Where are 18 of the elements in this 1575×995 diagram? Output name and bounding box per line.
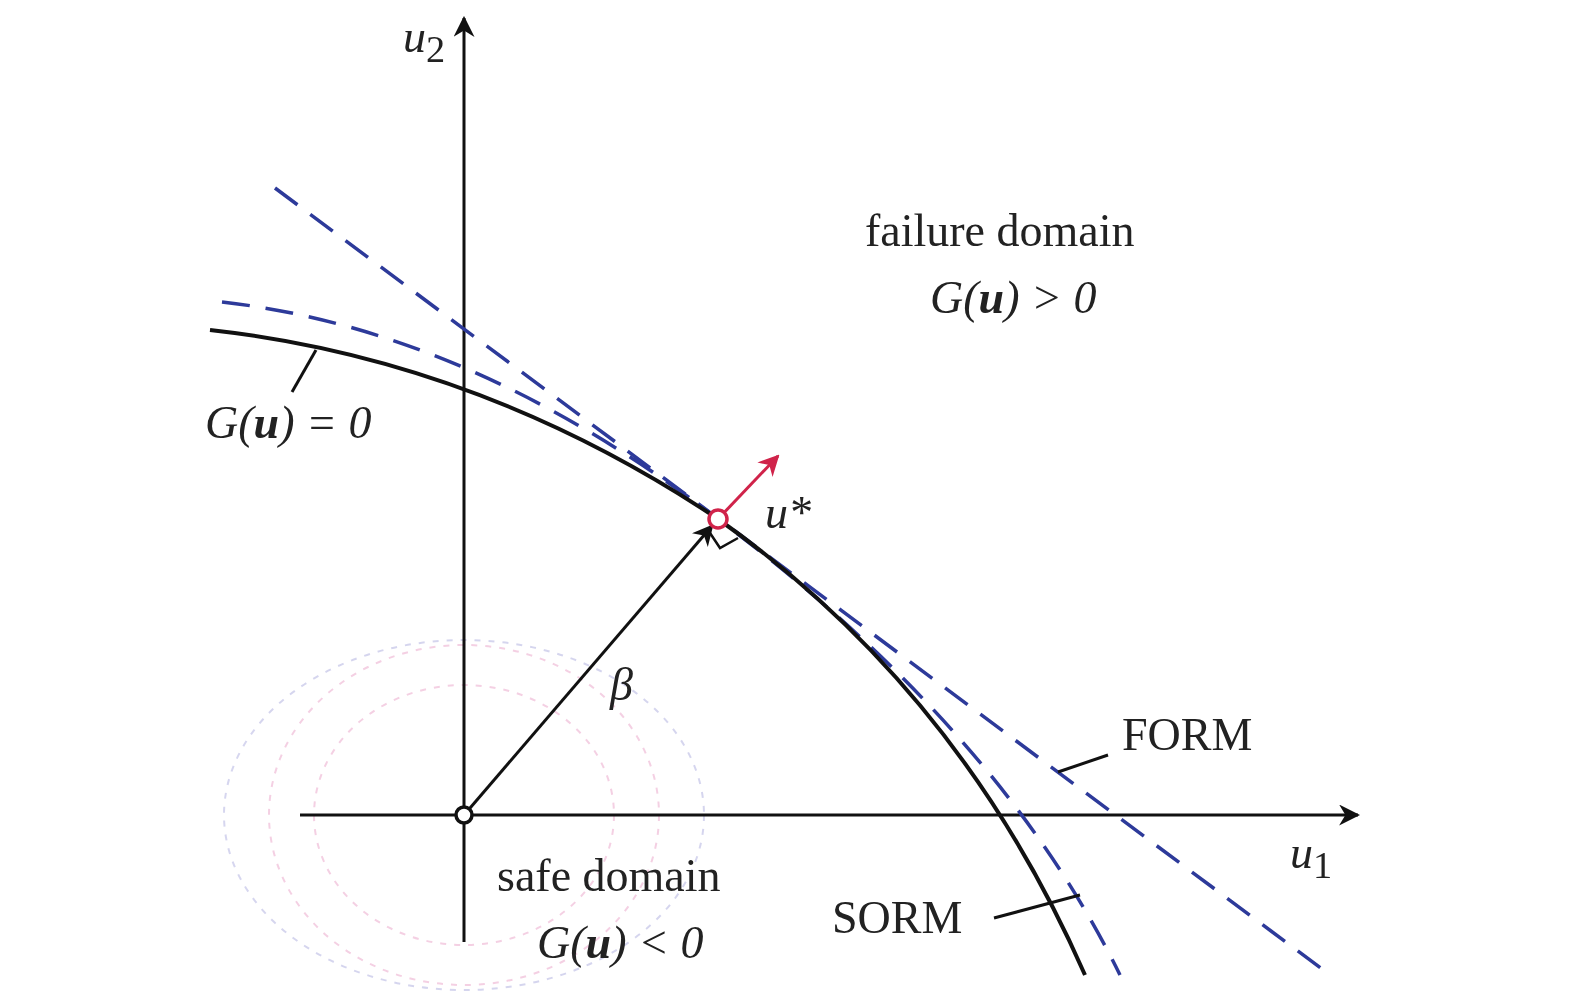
point-label: u* (765, 490, 811, 536)
domain-label: G(u) < 0 (537, 920, 704, 966)
domain-label: failure domain (865, 208, 1135, 254)
leader-line (290, 349, 318, 393)
edge-label: β (610, 662, 633, 708)
leader-line (993, 893, 1081, 920)
method-label: SORM (832, 895, 963, 941)
curve-label: G(u) = 0 (205, 400, 372, 446)
leader-line (1057, 753, 1109, 774)
domain-label: G(u) > 0 (930, 275, 1097, 321)
method-label: FORM (1122, 712, 1253, 758)
domain-label: safe domain (497, 853, 721, 899)
origin-point (454, 805, 474, 825)
axis-label: u$_{2}$ (403, 14, 446, 69)
arrow (468, 524, 714, 810)
axis-label: u$_{1}$ (1290, 830, 1333, 885)
design-point (707, 508, 729, 530)
arrow (723, 454, 780, 514)
